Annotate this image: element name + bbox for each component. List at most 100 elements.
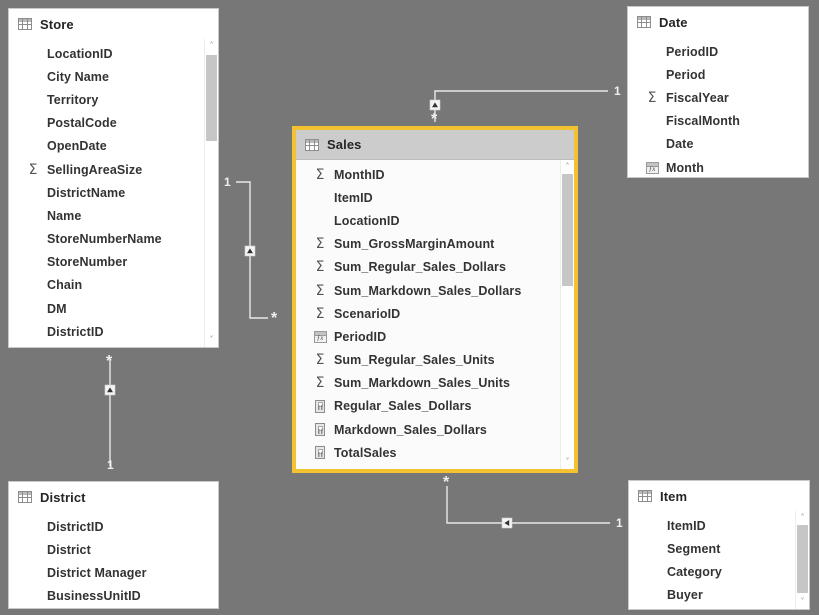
- field-row[interactable]: Name: [9, 204, 204, 227]
- relationship-line[interactable]: [446, 486, 610, 524]
- relationship-store-sales[interactable]: [236, 181, 268, 319]
- scroll-up-icon[interactable]: ˄: [800, 513, 805, 522]
- table-header-store[interactable]: Store: [9, 9, 218, 39]
- field-row[interactable]: ItemID: [296, 186, 560, 209]
- field-row[interactable]: BusinessUnitID: [9, 585, 204, 608]
- field-row[interactable]: Segment: [629, 537, 795, 560]
- relationship-sales-item[interactable]: [446, 486, 610, 529]
- table-header-sales[interactable]: Sales: [296, 130, 574, 160]
- relationship-line[interactable]: [236, 181, 268, 319]
- vertical-scrollbar-item[interactable]: ˄˅: [795, 511, 809, 609]
- field-row[interactable]: District Manager: [9, 561, 204, 584]
- sigma-icon: Σ: [315, 352, 325, 369]
- scroll-down-icon[interactable]: ˅: [800, 597, 805, 606]
- field-row[interactable]: StoreNumberName: [9, 228, 204, 251]
- field-row[interactable]: Period: [628, 63, 794, 86]
- relationship-store-district[interactable]: [104, 357, 116, 466]
- scroll-up-icon[interactable]: ˄: [565, 162, 570, 171]
- field-name: PostalCode: [47, 116, 117, 131]
- field-row[interactable]: Territory: [9, 88, 204, 111]
- field-name: TotalSales: [334, 445, 397, 460]
- sigma-icon: Σ: [647, 89, 657, 106]
- field-row[interactable]: PostalCode: [9, 112, 204, 135]
- field-row[interactable]: Σ Sum_Regular_Sales_Units: [296, 349, 560, 372]
- field-name: ItemID: [334, 190, 373, 205]
- field-row[interactable]: Regular_Sales_Dollars: [296, 395, 560, 418]
- field-spacer: [26, 255, 40, 269]
- field-row[interactable]: DistrictID: [9, 320, 204, 343]
- field-spacer: [26, 325, 40, 339]
- vertical-scrollbar-sales[interactable]: ˄˅: [560, 160, 574, 469]
- cardinality-label-sales-item-to: 1: [616, 516, 623, 530]
- scroll-up-icon[interactable]: ˄: [209, 41, 214, 50]
- scrollbar-thumb[interactable]: [797, 525, 808, 593]
- field-name: Markdown_Sales_Dollars: [334, 422, 487, 437]
- field-name: PeriodID: [334, 329, 387, 344]
- field-row[interactable]: City Name: [9, 65, 204, 88]
- measure-icon: [313, 446, 327, 460]
- field-row[interactable]: Buyer: [629, 584, 795, 607]
- field-name: Territory: [47, 92, 99, 107]
- field-row[interactable]: PeriodID: [628, 40, 794, 63]
- field-spacer: [646, 588, 660, 602]
- scrollbar-thumb[interactable]: [562, 174, 573, 286]
- field-name: Sum_Regular_Sales_Units: [334, 353, 495, 368]
- field-name: LocationID: [47, 46, 113, 61]
- table-header-district[interactable]: District: [9, 482, 218, 512]
- scroll-down-icon[interactable]: ˅: [209, 335, 214, 344]
- field-row[interactable]: StoreNumber: [9, 251, 204, 274]
- field-row[interactable]: DistrictName: [9, 181, 204, 204]
- field-row[interactable]: OpenDate: [9, 135, 204, 158]
- table-header-item[interactable]: Item: [629, 481, 809, 511]
- field-name: BusinessUnitID: [47, 589, 141, 604]
- field-row[interactable]: DistrictID: [9, 515, 204, 538]
- relationship-sales-date[interactable]: [429, 90, 608, 122]
- field-name: LocationID: [334, 213, 400, 228]
- field-row[interactable]: Category: [629, 560, 795, 583]
- vertical-scrollbar-store[interactable]: ˄˅: [204, 39, 218, 347]
- field-spacer: [645, 137, 659, 151]
- field-spacer: [26, 116, 40, 130]
- field-row[interactable]: LocationID: [9, 42, 204, 65]
- cardinality-label-store-district-from: *: [106, 353, 113, 370]
- field-row[interactable]: District: [9, 538, 204, 561]
- field-spacer: [26, 589, 40, 603]
- field-row[interactable]: Date: [628, 133, 794, 156]
- table-header-date[interactable]: Date: [628, 7, 808, 37]
- field-row[interactable]: ItemID: [629, 514, 795, 537]
- field-row[interactable]: Chain: [9, 274, 204, 297]
- field-spacer: [26, 520, 40, 534]
- field-name: District: [47, 542, 91, 557]
- relationship-line[interactable]: [434, 90, 608, 122]
- scroll-down-icon[interactable]: ˅: [565, 457, 570, 466]
- field-row[interactable]: Markdown_Sales_Dollars: [296, 418, 560, 441]
- sigma-icon: Σ: [315, 236, 325, 253]
- field-spacer: [26, 543, 40, 557]
- field-row[interactable]: FiscalMonth: [628, 110, 794, 133]
- field-row[interactable]: TotalSales: [296, 441, 560, 464]
- scrollbar-thumb[interactable]: [206, 55, 217, 141]
- field-spacer: [313, 191, 327, 205]
- field-spacer: [26, 139, 40, 153]
- field-row[interactable]: DM: [9, 297, 204, 320]
- sigma-icon: Σ: [315, 259, 325, 276]
- field-row[interactable]: LocationID: [296, 209, 560, 232]
- field-name: Regular_Sales_Dollars: [334, 399, 472, 414]
